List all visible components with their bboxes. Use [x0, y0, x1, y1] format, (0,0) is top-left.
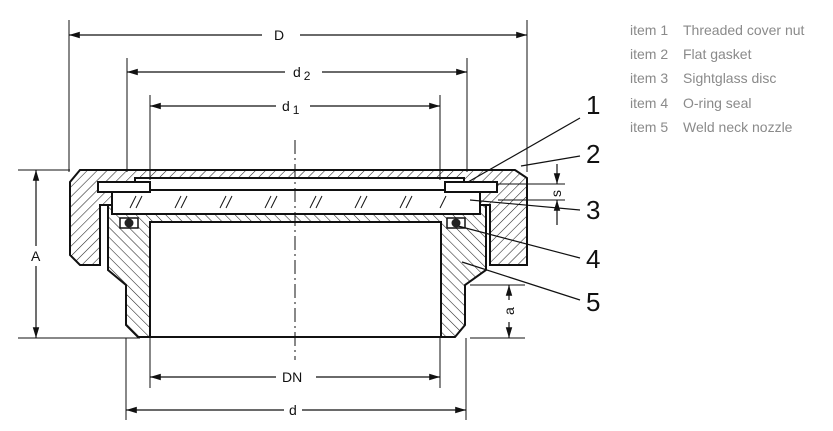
flat-gasket [97, 181, 498, 193]
callout-1: 1 [586, 90, 600, 120]
dimension-lines [32, 31, 561, 414]
callout-5: 5 [586, 287, 600, 317]
parts-legend: item 1 Threaded cover nut item 2 Flat gask… [630, 18, 804, 139]
legend-item-text: Flat gasket [683, 46, 752, 63]
legend-row: item 1 Threaded cover nut [630, 18, 804, 42]
dim-d2-sub: 2 [304, 69, 311, 83]
sightglass-disc [111, 189, 481, 215]
weld-neck-nozzle [107, 204, 487, 338]
dim-D: D [274, 27, 284, 43]
dim-s: s [548, 190, 564, 197]
callout-3: 3 [586, 195, 600, 225]
dim-d1-sub: 1 [293, 103, 300, 117]
dim-d: d [289, 402, 297, 418]
dim-A: A [31, 248, 41, 264]
legend-item-text: Weld neck nozzle [683, 118, 793, 135]
legend-item-label: item 4 [630, 94, 669, 111]
legend-item-text: Threaded cover nut [683, 22, 805, 38]
extension-lines [18, 20, 565, 420]
dim-a: a [501, 307, 517, 315]
legend-item-text: Sightglass disc [683, 70, 777, 87]
legend-item-text: O-ring seal [683, 94, 752, 111]
leader-lines [457, 117, 581, 301]
cover-nut [69, 169, 528, 266]
dim-d2-base: d [293, 64, 301, 80]
legend-row: item 4 O-ring seal [630, 91, 804, 115]
legend-row: item 5 Weld neck nozzle [630, 115, 804, 139]
legend-item-label: item 2 [630, 46, 669, 63]
dim-DN: DN [282, 369, 302, 385]
legend-item-label: item 5 [630, 118, 669, 135]
legend-item-label: item 1 [630, 22, 669, 38]
legend-row: item 3 Sightglass disc [630, 66, 804, 90]
dim-d1-base: d [282, 98, 290, 114]
callout-2: 2 [586, 139, 600, 169]
o-ring-seal [119, 217, 466, 229]
legend-row: item 2 Flat gasket [630, 42, 804, 66]
legend-item-label: item 3 [630, 70, 669, 87]
callout-4: 4 [586, 244, 600, 274]
